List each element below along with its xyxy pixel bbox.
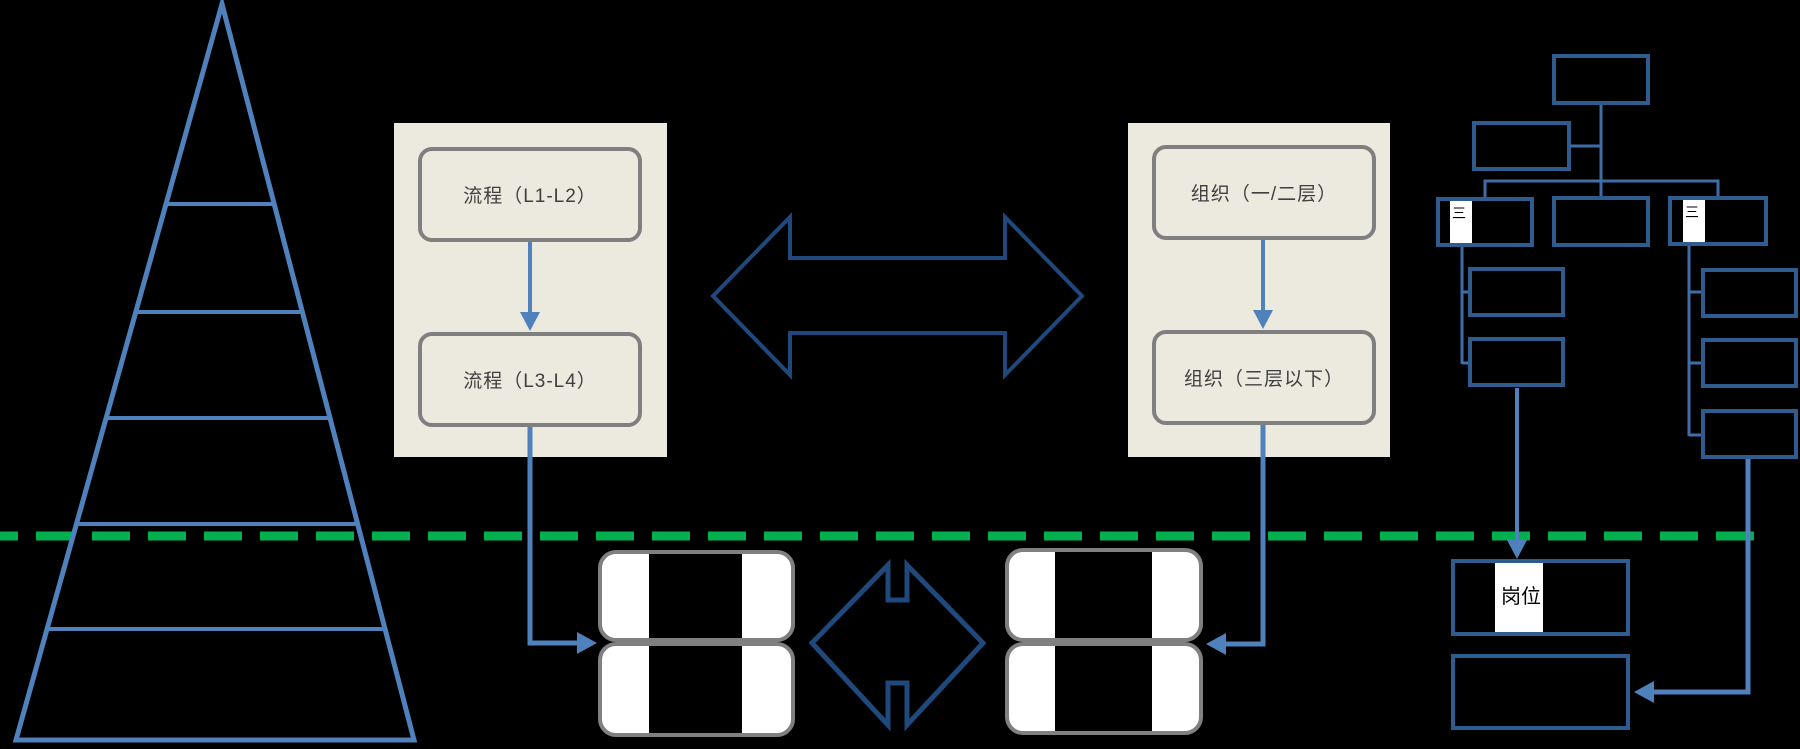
orgchart-left-sub-box <box>1468 337 1565 387</box>
orgchart-level3-right-box: 三 <box>1668 196 1768 246</box>
row-center-band <box>649 646 742 733</box>
process-activity-row <box>598 550 795 642</box>
process-to-activity-arrow <box>527 427 597 654</box>
branch-to-lower-post-arrow <box>1634 459 1751 703</box>
large-double-arrow <box>710 212 1085 380</box>
process-l3-l4-box: 流程（L3-L4） <box>418 332 642 427</box>
post-lower-box <box>1451 654 1630 730</box>
small-double-arrow <box>808 558 987 732</box>
row-center-band <box>1055 646 1152 731</box>
orgchart-assistant-box <box>1472 121 1571 171</box>
stripe-label: 三 <box>1452 205 1466 221</box>
orgchart-right-sub-box <box>1701 268 1798 318</box>
org-role-row <box>1005 642 1203 735</box>
row-center-band <box>1055 552 1152 638</box>
process-l1-l2-box: 流程（L1-L2） <box>418 147 642 242</box>
stripe-label: 三 <box>1685 204 1699 220</box>
orgchart-root-box <box>1552 54 1650 105</box>
post-label: 岗位 <box>1501 586 1541 608</box>
branch-to-post-arrow <box>1507 388 1527 559</box>
orgchart-left-sub-box <box>1468 267 1565 317</box>
post-label-stripe: 岗位 <box>1495 563 1543 632</box>
orgchart-level3-middle-box <box>1552 196 1650 247</box>
orgchart-right-sub-box <box>1701 409 1798 459</box>
org-role-row <box>1005 548 1203 642</box>
org-to-role-arrow <box>1206 425 1266 655</box>
org-level3-below-box: 组织（三层以下） <box>1152 330 1376 425</box>
process-activity-row <box>598 642 795 737</box>
orgchart-right-sub-box <box>1701 338 1798 388</box>
orgchart-level3-left-box: 三 <box>1436 197 1534 247</box>
org-level1-2-box: 组织（一/二层） <box>1152 145 1376 240</box>
row-center-band <box>649 554 742 638</box>
post-box: 岗位 <box>1451 559 1630 636</box>
level3-left-stripe: 三 <box>1450 201 1472 243</box>
pyramid-shape <box>12 0 418 743</box>
level3-right-stripe: 三 <box>1683 200 1705 242</box>
pyramid-outline <box>12 0 418 743</box>
